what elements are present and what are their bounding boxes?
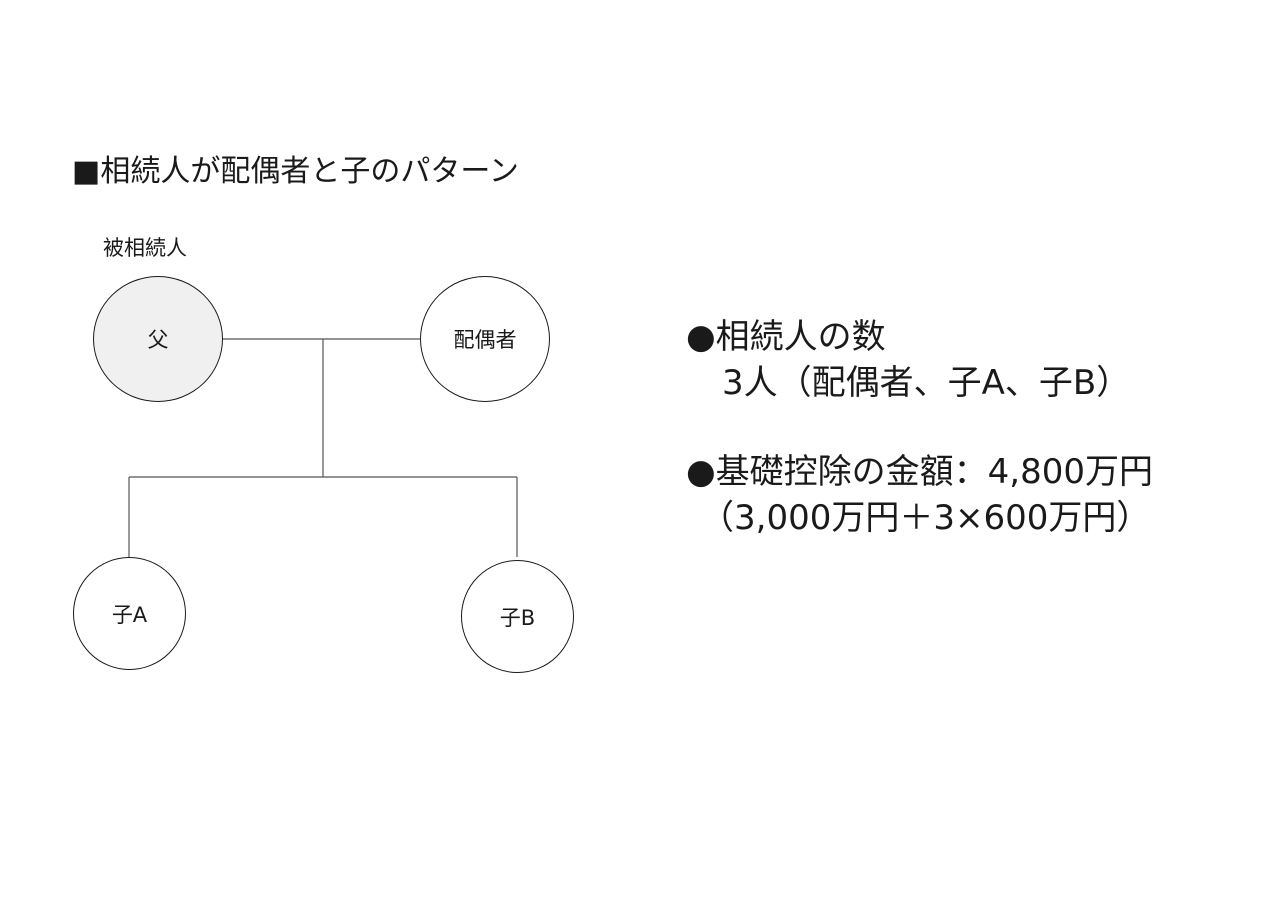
spouse-node: 配偶者 bbox=[420, 276, 550, 402]
father-node: 父 bbox=[93, 276, 223, 402]
father-label: 父 bbox=[147, 328, 169, 352]
deceased-label: 被相続人 bbox=[103, 236, 187, 260]
spouse-label: 配偶者 bbox=[453, 328, 517, 352]
heirs-count-heading: ●相続人の数 bbox=[686, 317, 886, 357]
child-b-node: 子B bbox=[461, 560, 574, 673]
basic-deduction-detail: （3,000万円＋3×600万円） bbox=[700, 498, 1151, 538]
heirs-count-detail: 3人（配偶者、子A、子B） bbox=[722, 363, 1131, 403]
child-b-label: 子B bbox=[499, 605, 536, 630]
page-title: ■相続人が配偶者と子のパターン bbox=[72, 154, 519, 189]
child-a-node: 子A bbox=[73, 557, 186, 670]
basic-deduction-heading: ●基礎控除の金額：4,800万円 bbox=[686, 452, 1154, 492]
child-a-label: 子A bbox=[111, 602, 148, 627]
